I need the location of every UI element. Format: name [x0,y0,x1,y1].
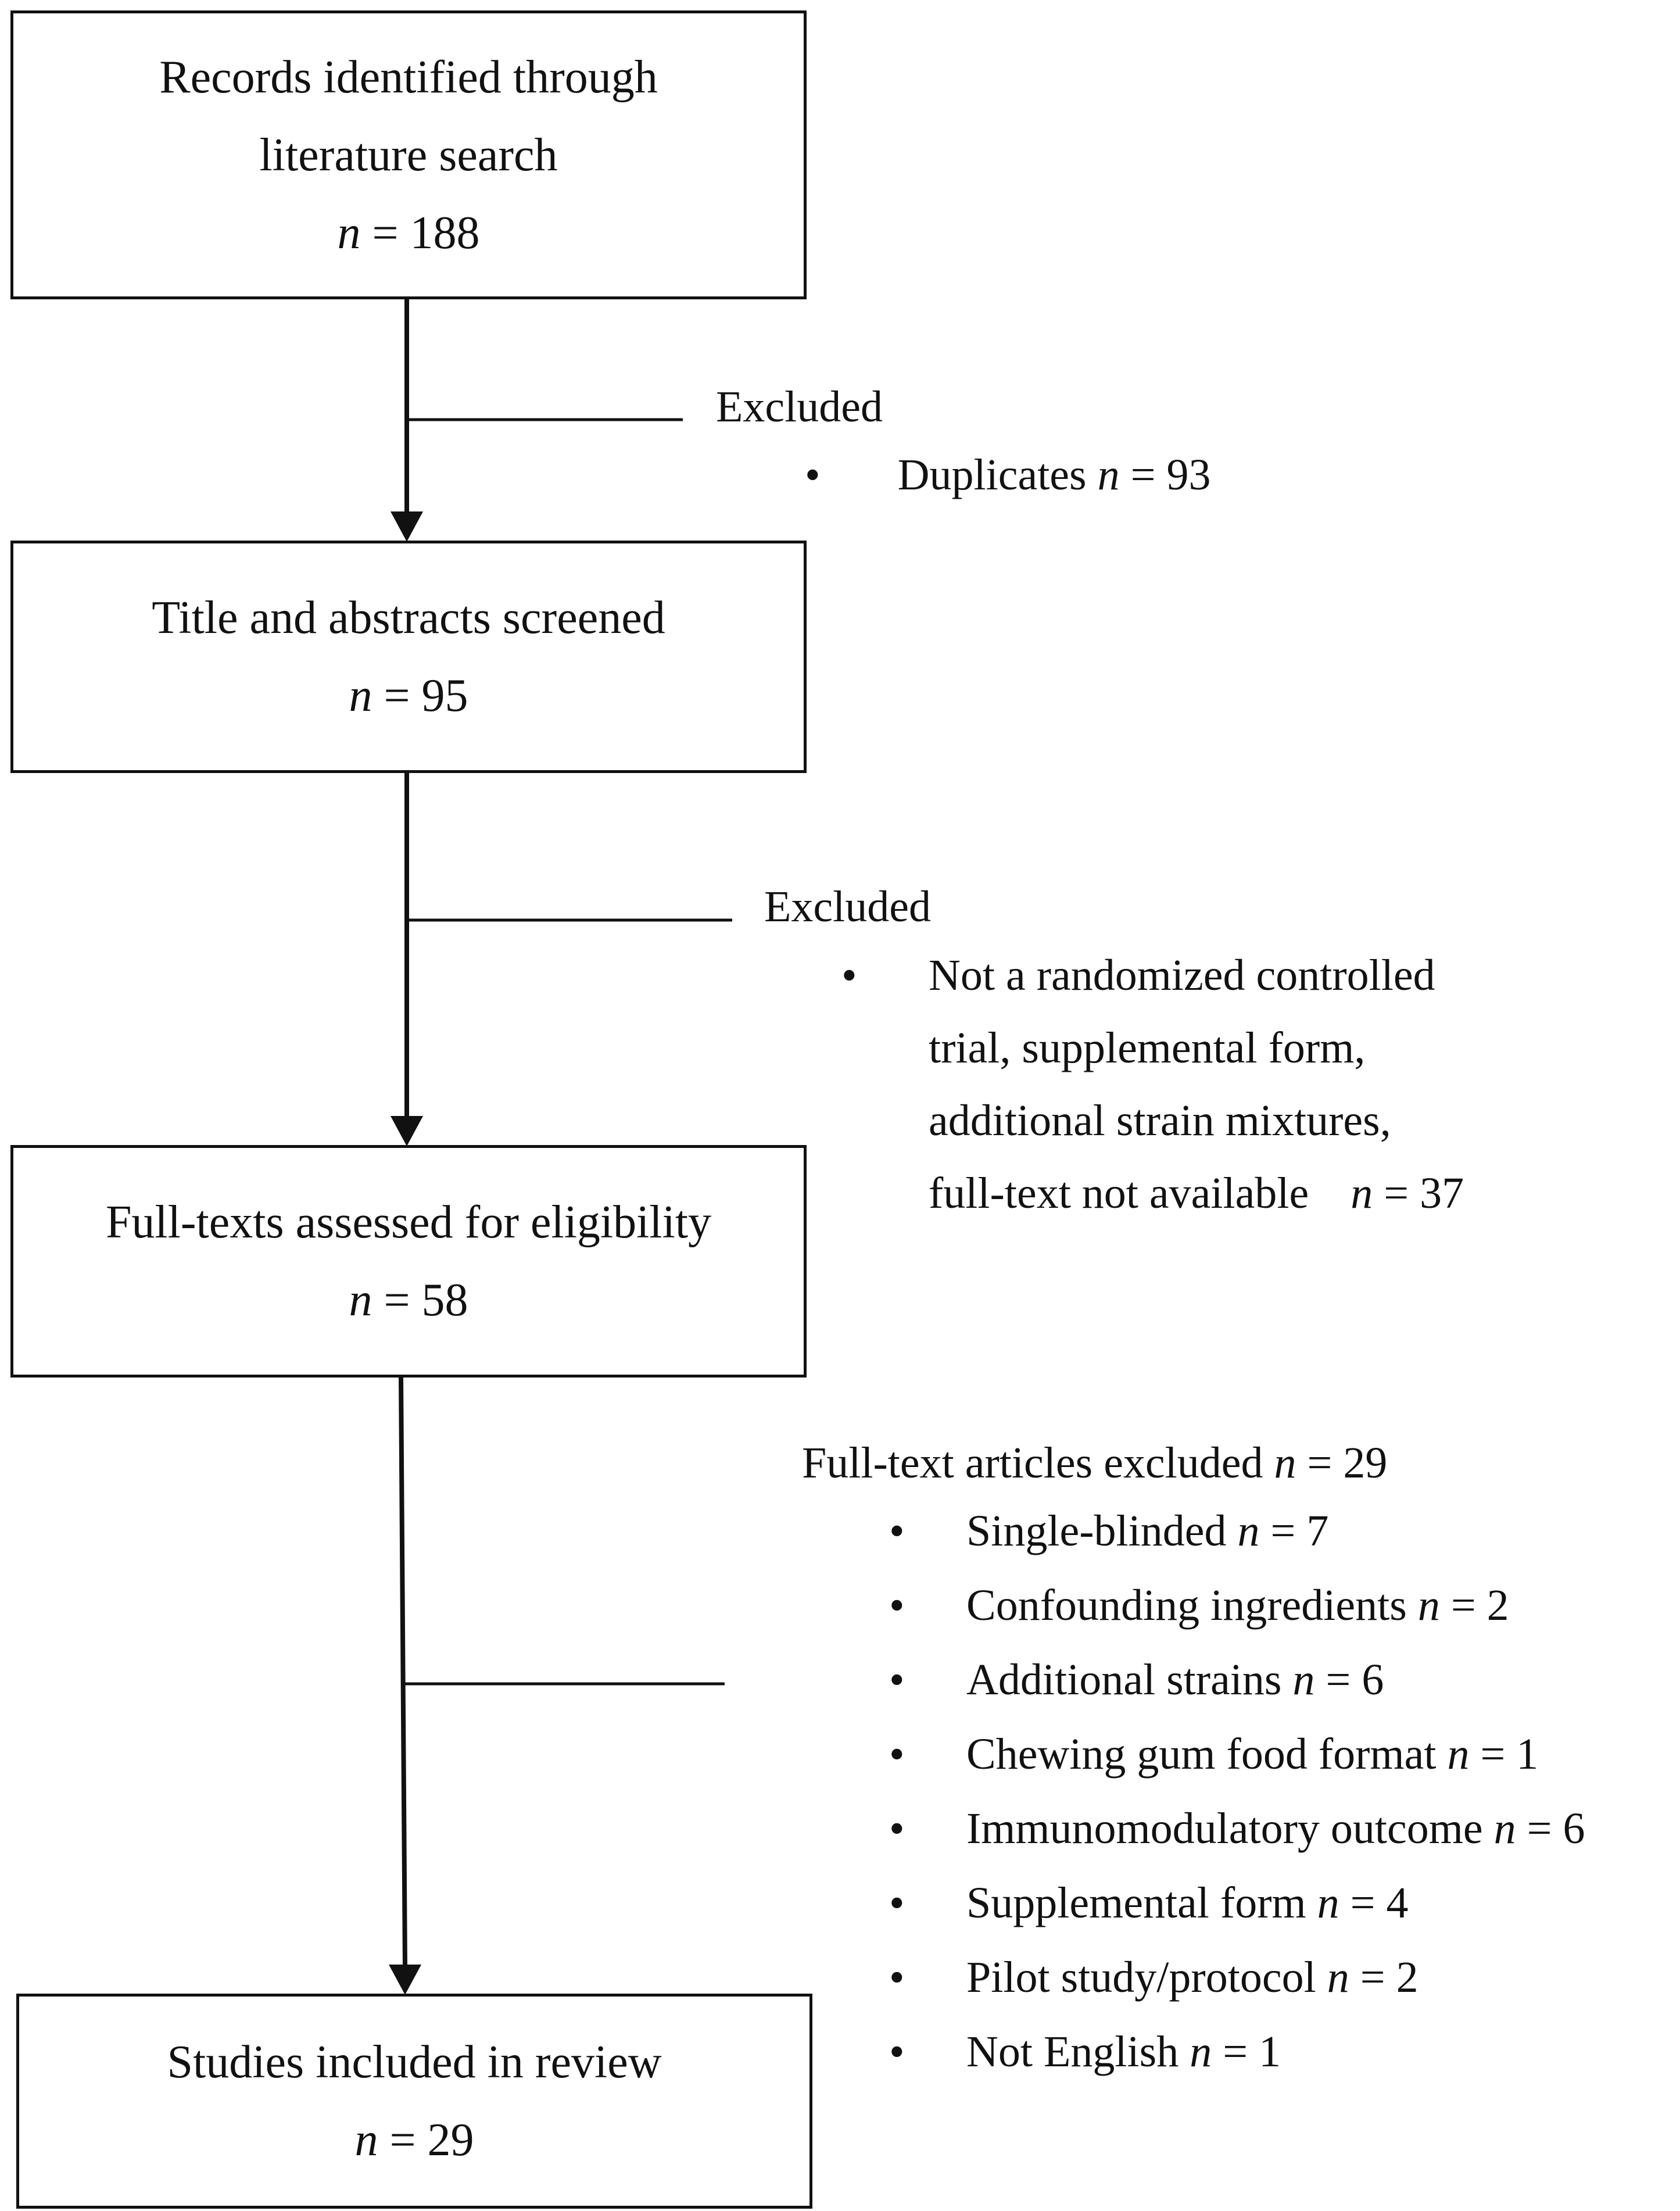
exclusion-3-item-n: n [1327,1953,1349,2002]
arrowhead-2 [391,1116,423,1146]
box-identified-count: n = 188 [337,207,480,259]
exclusion-3-item-count: = 2 [1349,1953,1418,2002]
exclusion-2-line3: additional strain mixtures, [929,1096,1391,1145]
exclusion-3-item-text: Immunomodulatory outcome [966,1804,1494,1853]
exclusion-3-item-count: = 4 [1339,1879,1409,1927]
exclusion-3-item-n: n [1317,1879,1339,1927]
bullet-glyph: • [889,2027,905,2076]
exclusion-2-line1: Not a randomized controlled [929,951,1435,1000]
exclusion-3-heading: Full-text articles excluded n = 29 [802,1439,1388,1487]
exclusion-3-item-text: Chewing gum food format [966,1730,1448,1779]
bullet-glyph: • [805,450,821,499]
exclusion-3-item-text: Pilot study/protocol [966,1953,1327,2002]
bullet-glyph: • [889,1730,905,1779]
exclusion-3-item-n: n [1493,1804,1516,1853]
exclusion-3-item: • Single-blinded n = 7 [889,1494,1585,1568]
exclusion-3-item: • Immunomodulatory outcome n = 6 [889,1791,1585,1866]
exclusion-1-heading: Excluded [716,382,883,431]
box-screened-count: n = 95 [349,670,468,721]
exclusion-3-item-count: = 1 [1212,2027,1281,2076]
box-included-line1: Studies included in review [167,2037,662,2088]
bullet-glyph: • [889,1804,905,1853]
arrowhead-1 [391,511,423,542]
exclusion-2-heading: Excluded [764,882,932,931]
box-studies-included: Studies included in review n = 29 [16,1994,812,2209]
box-title-abstracts-screened: Title and abstracts screened n = 95 [10,541,807,773]
exclusion-1-item-text: Duplicates n = 93 [897,450,1211,499]
exclusion-3-item: • Chewing gum food format n = 1 [889,1717,1585,1791]
exclusion-3-item-n: n [1190,2027,1212,2076]
exclusion-3-item: • Supplemental form n = 4 [889,1866,1585,1940]
exclusion-3-item-n: n [1447,1730,1470,1779]
bullet-glyph: • [889,1953,905,2002]
exclusion-3-item-count: = 6 [1314,1655,1384,1704]
exclusion-3-item-count: = 2 [1439,1581,1509,1630]
exclusion-3-item: • Confounding ingredients n = 2 [889,1568,1585,1643]
exclusion-3-item-count: = 1 [1469,1730,1539,1779]
exclusion-3-item-n: n [1417,1581,1440,1630]
exclusion-1-item: • Duplicates n = 93 [805,449,1211,501]
bullet-glyph: • [889,1655,905,1704]
box-fulltext-count: n = 58 [349,1275,468,1326]
exclusion-3-item-count: = 7 [1259,1507,1329,1555]
box-included-count: n = 29 [354,2115,474,2166]
exclusion-3-item-text: Single-blinded [966,1507,1238,1555]
exclusion-3-item-text: Confounding ingredients [966,1581,1418,1630]
bullet-glyph: • [889,1879,905,1927]
bullet-glyph: • [889,1581,905,1630]
box-fulltext-line1: Full-texts assessed for eligibility [105,1197,712,1248]
box-identified-line2: literature search [259,129,558,181]
box-identified-line1: Records identified through [159,51,658,103]
exclusion-3-item-count: = 6 [1516,1804,1585,1853]
exclusion-3-item-n: n [1292,1655,1315,1704]
exclusion-3-item: • Additional strains n = 6 [889,1643,1585,1717]
exclusion-3-item: • Not English n = 1 [889,2015,1585,2089]
bullet-glyph: • [889,1507,905,1555]
exclusion-3-item-text: Not English [966,2027,1190,2076]
exclusion-3-item: • Pilot study/protocol n = 2 [889,1940,1585,2015]
exclusion-2-line2: trial, supplemental form, [929,1024,1366,1072]
exclusion-3-item-text: Additional strains [966,1655,1293,1704]
arrow-fulltext-to-included [399,1377,407,1968]
box-records-identified: Records identified through literature se… [10,10,807,299]
exclusion-3-list: • Single-blinded n = 7 • Confounding ingred… [889,1494,1585,2089]
box-fulltexts-assessed: Full-texts assessed for eligibility n = … [10,1145,807,1378]
exclusion-3-item-text: Supplemental form [966,1879,1317,1927]
box-screened-line1: Title and abstracts screened [152,592,665,643]
exclusion-3-item-n: n [1237,1507,1260,1555]
arrowhead-3 [389,1965,421,1995]
exclusion-2-bullet: • [841,951,857,1000]
